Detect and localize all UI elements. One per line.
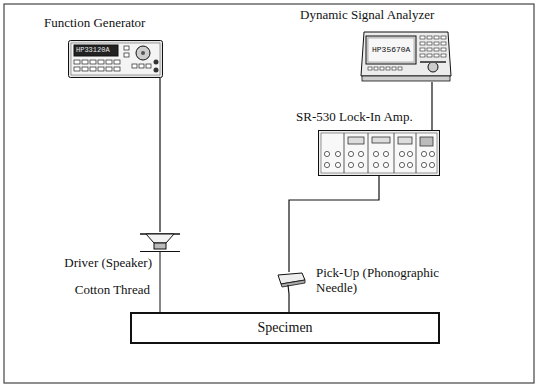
device-label: Driver (Speaker) bbox=[64, 256, 152, 271]
specimen-box: Specimen bbox=[130, 312, 440, 344]
lock-in-amplifier: SR-530 Lock-In Amp. bbox=[318, 130, 440, 176]
frame-border bbox=[4, 4, 534, 383]
function-generator-drawing bbox=[68, 40, 163, 78]
driver-speaker: Driver (Speaker) bbox=[140, 232, 180, 252]
signal-cable bbox=[289, 176, 379, 272]
edge-label: Cotton Thread bbox=[73, 283, 152, 298]
lock-in-amplifier-drawing bbox=[318, 130, 440, 176]
specimen-label: Specimen bbox=[257, 320, 312, 336]
signal-analyzer-drawing bbox=[360, 30, 452, 82]
device-label: Function Generator bbox=[44, 16, 145, 31]
signal-analyzer: Dynamic Signal AnalyzerHP35670A bbox=[360, 30, 452, 82]
device-label: Dynamic Signal Analyzer bbox=[300, 8, 434, 23]
display-text: HP35670A bbox=[372, 46, 410, 54]
function-generator: Function GeneratorHP33120A bbox=[68, 40, 163, 78]
device-label: SR-530 Lock-In Amp. bbox=[296, 110, 413, 125]
signal-cable bbox=[159, 78, 160, 232]
pickup-needle: Pick-Up (Phonographic Needle) bbox=[272, 272, 306, 294]
cotton-thread bbox=[160, 252, 161, 312]
phono-pickup-drawing bbox=[272, 272, 306, 294]
signal-cable bbox=[431, 82, 432, 130]
device-label: Pick-Up (Phonographic Needle) bbox=[316, 266, 476, 296]
signal-cable bbox=[288, 294, 289, 312]
display-text: HP33120A bbox=[76, 47, 110, 54]
speaker-drawing bbox=[140, 232, 180, 252]
